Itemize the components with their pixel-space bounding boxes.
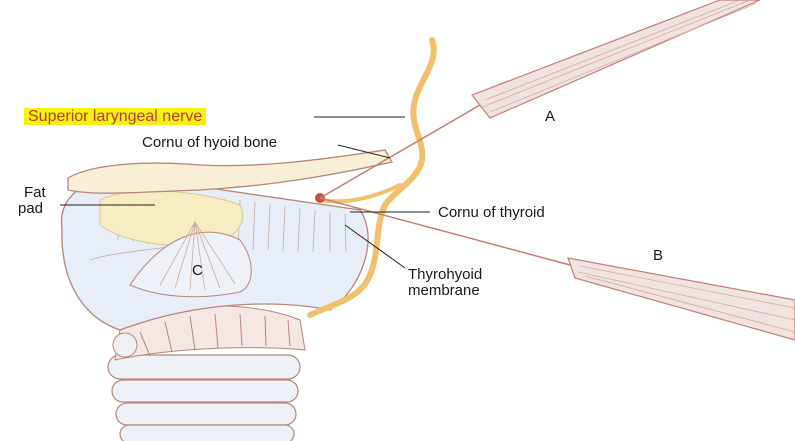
needle-a <box>320 0 760 198</box>
needle-b <box>320 198 795 340</box>
label-needle-b: B <box>653 247 663 264</box>
label-fat-pad-line2: pad <box>18 200 43 217</box>
label-superior-laryngeal-nerve: Superior laryngeal nerve <box>24 108 206 125</box>
label-cornu-thyroid: Cornu of thyroid <box>438 204 545 221</box>
label-thyrohyoid-line2: membrane <box>408 282 480 299</box>
hyoid-bone <box>68 150 392 193</box>
cricoid-knob <box>113 333 137 357</box>
label-cornu-hyoid: Cornu of hyoid bone <box>142 134 277 151</box>
label-region-c: C <box>192 262 203 279</box>
label-needle-a: A <box>545 108 555 125</box>
trachea <box>108 355 300 441</box>
label-fat-pad-line1: Fat <box>24 184 46 201</box>
label-thyrohyoid-line1: Thyrohyoid <box>408 266 482 283</box>
